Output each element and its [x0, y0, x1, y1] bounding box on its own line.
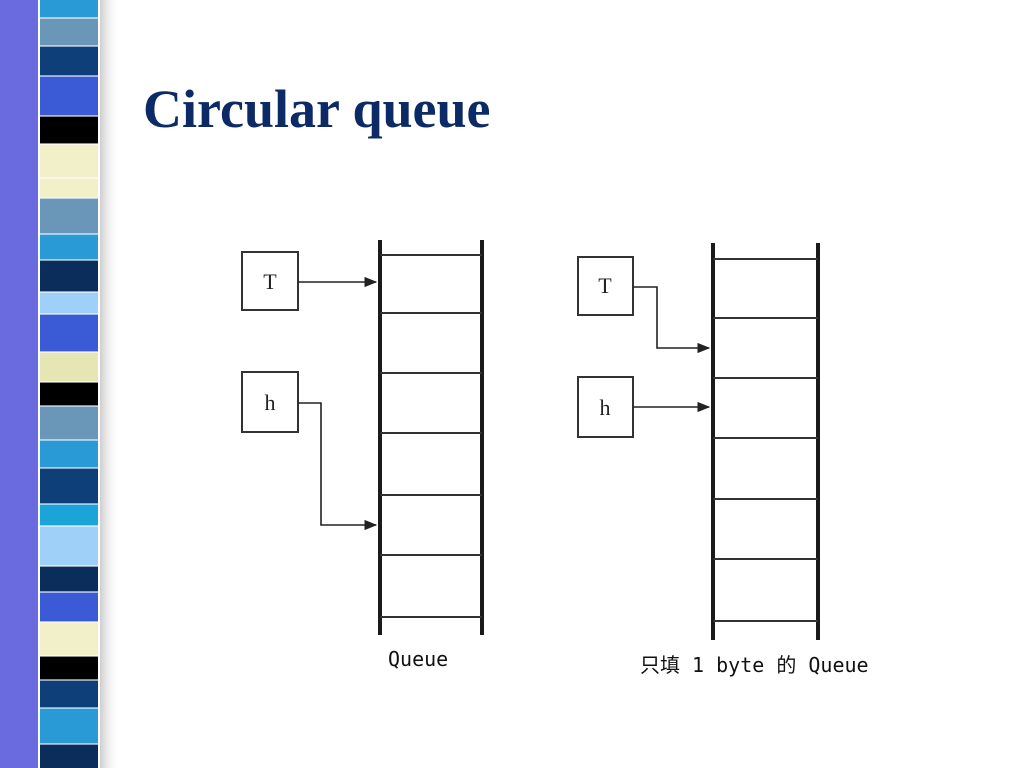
queue-caption: Queue [388, 647, 448, 671]
stripe-separator [40, 565, 98, 567]
stripe-block [40, 18, 98, 46]
stripe-separator [40, 233, 98, 235]
stripe-block [40, 314, 98, 352]
stripe-block [40, 292, 98, 314]
stripe-separator [40, 621, 98, 623]
stripe-separator [40, 45, 98, 47]
stripe-separator [40, 351, 98, 353]
head-pointer-arrow [298, 402, 378, 531]
queue-diagram-2: T h 只填 1 byte 的 Queue [577, 243, 869, 677]
queue-diagram-1: T h Queue [241, 240, 484, 671]
head-pointer-box [577, 376, 634, 438]
slide-title: Circular queue [143, 79, 491, 139]
stripe-block [40, 468, 98, 504]
stripe-block [40, 76, 98, 116]
stripe-block [40, 592, 98, 622]
tail-pointer-label: T [598, 273, 612, 298]
stripe-block [40, 0, 98, 18]
stripe-separator [40, 707, 98, 709]
stripe-block [40, 440, 98, 468]
stripe-separator [40, 75, 98, 77]
stripe-blocks [40, 0, 98, 768]
stripe-separator [40, 655, 98, 657]
stripe-block [40, 352, 98, 382]
stripe-separator [40, 177, 98, 179]
stripe-block [40, 234, 98, 260]
stripe-separator [40, 591, 98, 593]
stripe-block [40, 504, 98, 526]
stripe-block [40, 744, 98, 768]
stripe-separator [40, 259, 98, 261]
queue-1byte-caption: 只填 1 byte 的 Queue [640, 653, 869, 677]
stripe-block [40, 656, 98, 680]
stripe-separator [40, 679, 98, 681]
head-pointer-box [241, 371, 299, 433]
stripe-block [40, 680, 98, 708]
stripe-block [40, 622, 98, 656]
stripe-separator [40, 467, 98, 469]
stripe-separator [40, 405, 98, 407]
stripe-separator [40, 525, 98, 527]
tail-pointer-box [577, 256, 634, 316]
stripe-separator [40, 143, 98, 145]
stripe-separator [40, 197, 98, 199]
queue-diagrams: T h Queue T h [241, 240, 869, 677]
stripe-separator [40, 743, 98, 745]
stripe-block [40, 406, 98, 440]
stripe-separator [40, 503, 98, 505]
stripe-block [40, 198, 98, 234]
stripe-block [40, 382, 98, 406]
stripe-separator [40, 439, 98, 441]
stripe-separator [40, 313, 98, 315]
stripe-block [40, 178, 98, 198]
tail-pointer-box [241, 251, 299, 311]
stripe-block [40, 116, 98, 144]
stripe-block [40, 708, 98, 744]
stripe-block [40, 566, 98, 592]
head-pointer-label: h [600, 395, 611, 420]
tail-pointer-label: T [263, 269, 277, 294]
stripe-block [40, 526, 98, 566]
decorative-stripe-bar [0, 0, 120, 768]
stripe-separator [40, 17, 98, 19]
stripe-separator [40, 115, 98, 117]
stripe-block [40, 46, 98, 76]
stripe-separator [40, 291, 98, 293]
stripe-block [40, 144, 98, 178]
stripe-block [40, 260, 98, 292]
stripe-separator [40, 381, 98, 383]
head-pointer-label: h [265, 390, 276, 415]
tail-pointer-arrow [633, 286, 711, 354]
